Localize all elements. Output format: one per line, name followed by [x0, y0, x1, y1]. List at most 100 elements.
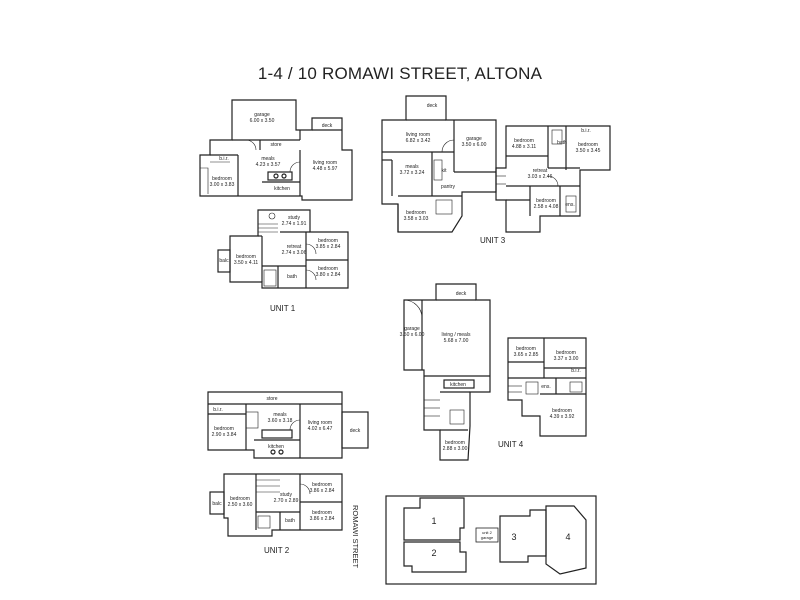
room-label: bath [287, 274, 297, 280]
room-label: living room [406, 132, 430, 138]
unit3-ground-plan [381, 95, 497, 233]
room-size: 3.50 x 6.00 [462, 142, 487, 148]
room-label: b.i.r. [219, 156, 228, 162]
room-label: bath [285, 518, 295, 524]
room-label: garage [404, 326, 420, 332]
room-label: kitchen [268, 444, 284, 450]
room-label: ens. [541, 384, 550, 390]
unit1-ground-plan [199, 99, 353, 201]
room-label: b.i.r. [213, 407, 222, 413]
room-label: deck [456, 291, 467, 297]
room-size: 6.00 x 3.50 [250, 118, 275, 124]
unit4-upper-plan [507, 337, 587, 437]
room-size: 3.86 x 2.84 [310, 516, 335, 522]
unit1-upper-plan [217, 209, 349, 289]
site-garage-label: garage [481, 535, 494, 540]
room-label: meals [405, 164, 419, 170]
room-label: balc [219, 258, 229, 264]
room-label: bath [557, 140, 567, 146]
room-labels: garage 6.00 x 3.50 deck store meals 4.23… [210, 103, 601, 558]
room-size: 2.50 x 3.60 [228, 502, 253, 508]
unit-4-label: UNIT 4 [498, 440, 524, 449]
room-label: bedroom [514, 138, 534, 144]
room-label: study [280, 492, 292, 498]
room-label: bedroom [312, 510, 332, 516]
room-label: kitchen [450, 382, 466, 388]
room-label: ens. [565, 202, 574, 208]
room-label: living room [313, 160, 337, 166]
room-size: 3.03 x 2.46 [528, 174, 553, 180]
room-label: balc [212, 501, 222, 507]
room-size: 2.70 x 2.89 [274, 498, 299, 504]
unit-1-label: UNIT 1 [270, 304, 296, 313]
room-label: bedroom [312, 482, 332, 488]
room-label: living / meals [442, 332, 471, 338]
room-size: 3.86 x 2.84 [310, 488, 335, 494]
room-label: kitchen [274, 186, 290, 192]
room-size: 3.37 x 3.00 [554, 356, 579, 362]
unit-3-label: UNIT 3 [480, 236, 506, 245]
room-size: 3.72 x 3.24 [400, 170, 425, 176]
room-label: bedroom [214, 426, 234, 432]
room-label: bedroom [556, 350, 576, 356]
room-size: 3.80 x 2.84 [316, 272, 341, 278]
room-label: store [266, 396, 277, 402]
unit2-ground-plan [207, 391, 369, 459]
room-label: deck [322, 123, 333, 129]
room-size: 6.82 x 3.42 [406, 138, 431, 144]
room-label: retreat [287, 244, 302, 250]
room-size: 2.58 x 4.08 [534, 204, 559, 210]
room-size: 4.48 x 5.97 [313, 166, 338, 172]
room-label: store [270, 142, 281, 148]
room-size: 3.50 x 4.11 [234, 260, 259, 266]
unit4-ground-plan [403, 283, 491, 461]
lot-number: 3 [511, 532, 516, 542]
room-label: retreat [533, 168, 548, 174]
room-size: 3.50 x 6.00 [400, 332, 425, 338]
room-label: bedroom [406, 210, 426, 216]
room-label: living room [308, 420, 332, 426]
room-size: 2.90 x 3.84 [212, 432, 237, 438]
room-label: bedroom [230, 496, 250, 502]
room-label: meals [261, 156, 275, 162]
room-label: bedroom [516, 346, 536, 352]
room-label: bedroom [212, 176, 232, 182]
room-label: kit [442, 168, 448, 174]
lot-number: 2 [431, 548, 436, 558]
unit3-upper-plan [495, 125, 611, 233]
room-label: bedroom [552, 408, 572, 414]
site-plan [385, 495, 597, 585]
room-size: 3.58 x 3.03 [404, 216, 429, 222]
room-label: bedroom [536, 198, 556, 204]
room-label: bedroom [578, 142, 598, 148]
room-label: b.i.r. [581, 128, 590, 134]
room-size: 2.74 x 1.91 [282, 221, 307, 227]
room-size: 3.50 x 3.45 [576, 148, 601, 154]
room-label: garage [254, 112, 270, 118]
lot-number: 1 [431, 516, 436, 526]
room-label: bedroom [318, 266, 338, 272]
room-label: bedroom [236, 254, 256, 260]
room-label: study [288, 215, 300, 221]
room-label: bedroom [445, 440, 465, 446]
room-size: 4.23 x 3.57 [256, 162, 281, 168]
room-size: 3.00 x 3.83 [210, 182, 235, 188]
room-label: bedroom [318, 238, 338, 244]
room-size: 2.74 x 3.06 [282, 250, 307, 256]
room-label: meals [273, 412, 287, 418]
room-label: b.i.r. [571, 368, 580, 374]
room-label: deck [350, 428, 361, 434]
page-title: 1-4 / 10 ROMAWI STREET, ALTONA [257, 64, 543, 83]
room-size: 3.65 x 2.85 [514, 352, 539, 358]
street-label: ROMAWI STREET [351, 505, 360, 569]
room-size: 3.85 x 2.84 [316, 244, 341, 250]
room-size: 3.60 x 3.18 [268, 418, 293, 424]
room-size: 4.39 x 3.92 [550, 414, 575, 420]
room-size: 5.68 x 7.00 [444, 338, 469, 344]
room-size: 2.88 x 3.00 [443, 446, 468, 452]
lot-number: 4 [565, 532, 570, 542]
room-size: 4.88 x 3.11 [512, 144, 537, 150]
room-size: 4.02 x 6.47 [308, 426, 333, 432]
site-garage-label: unit 2 [482, 530, 493, 535]
